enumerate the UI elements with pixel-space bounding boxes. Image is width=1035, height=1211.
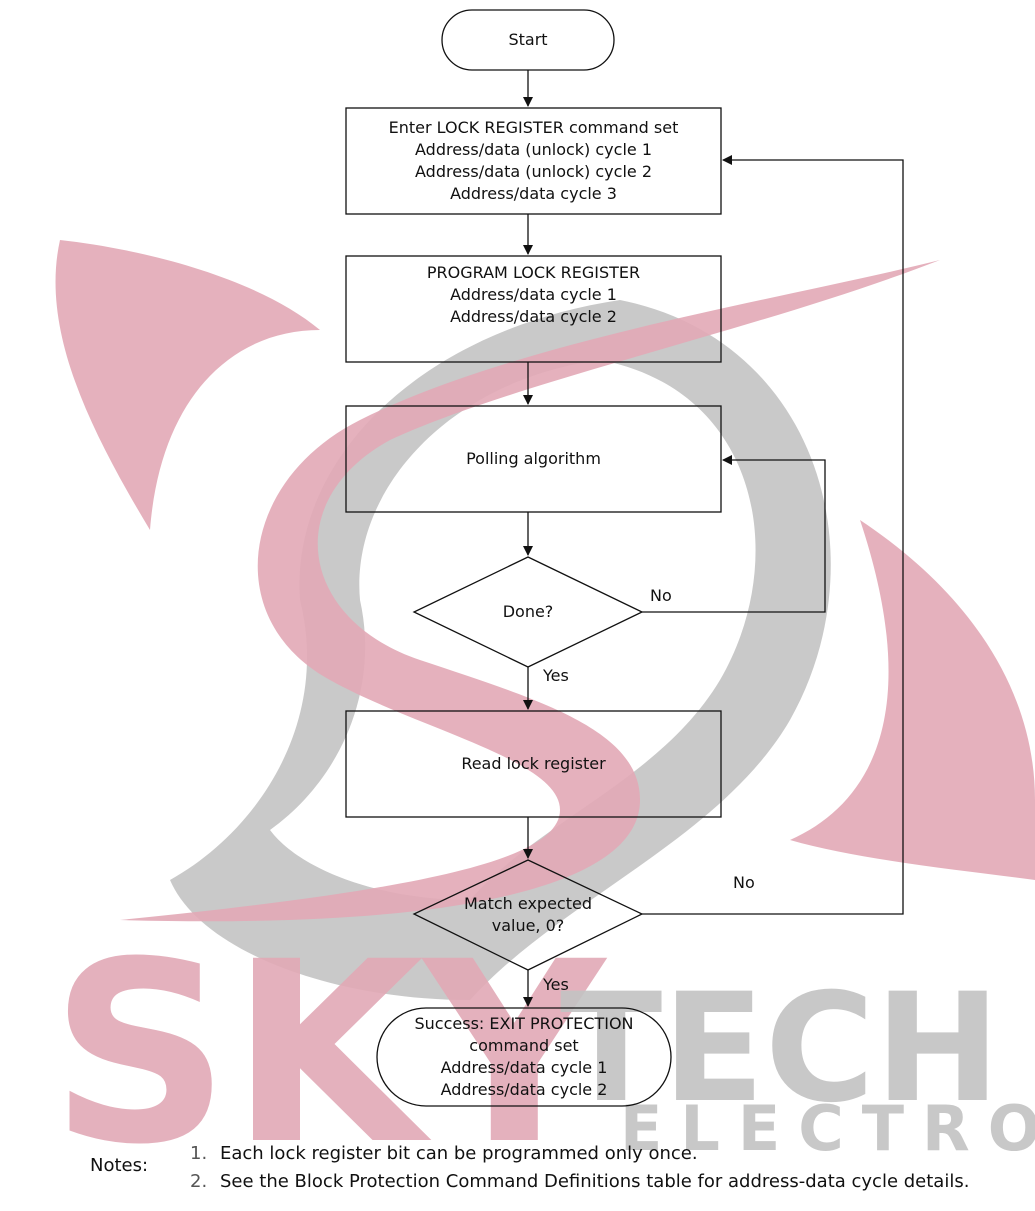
note-1-number: 1.: [190, 1143, 208, 1164]
enter-lock-line-1: Enter LOCK REGISTER command set: [388, 118, 679, 137]
enter-lock-line-3: Address/data (unlock) cycle 2: [415, 162, 652, 181]
enter-lock-line-2: Address/data (unlock) cycle 1: [415, 140, 652, 159]
program-lock-line-2: Address/data cycle 1: [450, 285, 617, 304]
note-2-number: 2.: [190, 1171, 208, 1192]
watermark-pink-swoosh-left: [55, 240, 320, 530]
edge-match-no-loop: [642, 155, 904, 915]
note-1-text: Each lock register bit can be programmed…: [220, 1143, 698, 1164]
enter-lock-box-shape: [345, 107, 722, 215]
done-no-label: No: [650, 586, 672, 605]
done-yes-label: Yes: [543, 666, 569, 685]
match-decision-node: Match expected value, 0?: [430, 892, 626, 938]
enter-lock-line-4: Address/data cycle 3: [450, 184, 617, 203]
success-line-3: Address/data cycle 1: [440, 1058, 608, 1077]
match-no-label: No: [733, 873, 755, 892]
match-line-1: Match expected: [463, 894, 592, 913]
watermark-sub-electronic: ELECTRONIC: [620, 1092, 1035, 1165]
success-node: Success: EXIT PROTECTION command set Add…: [377, 1008, 671, 1106]
enter-lock-node: Enter LOCK REGISTER command set Address/…: [346, 108, 721, 214]
polling-box-shape: [345, 405, 722, 513]
polling-label: Polling algorithm: [466, 449, 601, 468]
success-line-2: command set: [469, 1036, 579, 1055]
watermark-brand-tech: TECH: [560, 962, 1000, 1136]
read-lock-box-shape: [345, 710, 722, 818]
success-line-4: Address/data cycle 2: [440, 1080, 608, 1099]
program-lock-box-shape: [345, 255, 722, 363]
notes-heading: Notes:: [90, 1155, 149, 1176]
start-label: Start: [508, 30, 548, 49]
watermark-gray-ring-inner: [270, 360, 756, 900]
watermark-brand-sky: SKY: [50, 908, 608, 1199]
program-lock-line-3: Address/data cycle 2: [450, 307, 617, 326]
match-line-2: value, 0?: [491, 916, 565, 935]
note-2-text: See the Block Protection Command Definit…: [220, 1171, 970, 1192]
read-lock-label: Read lock register: [461, 754, 606, 773]
success-line-1: Success: EXIT PROTECTION: [414, 1014, 634, 1033]
note-item-2: 2. See the Block Protection Command Defin…: [190, 1168, 969, 1196]
polling-node: Polling algorithm: [346, 406, 721, 512]
watermark-pink-swoosh-top: [120, 260, 940, 922]
edge-done-no-loop: [642, 455, 826, 613]
done-decision-node: Done?: [440, 594, 616, 630]
program-lock-node: PROGRAM LOCK REGISTER Address/data cycle…: [346, 262, 721, 342]
program-lock-line-1: PROGRAM LOCK REGISTER: [426, 263, 641, 282]
match-yes-label: Yes: [543, 975, 569, 994]
note-item-1: 1. Each lock register bit can be programm…: [190, 1140, 698, 1168]
done-label: Done?: [502, 602, 554, 621]
watermark-pink-swoosh-right: [790, 520, 1035, 880]
success-terminator-shape: [376, 1007, 672, 1107]
start-node: Start: [442, 10, 614, 70]
read-lock-node: Read lock register: [346, 711, 721, 817]
